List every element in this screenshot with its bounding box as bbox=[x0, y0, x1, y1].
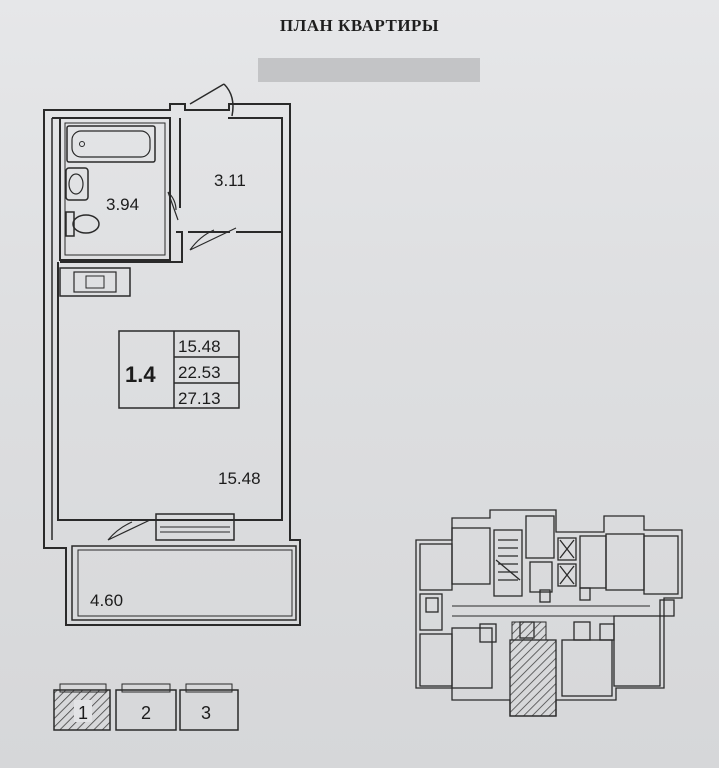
outer-wall bbox=[43, 103, 301, 626]
bath-door bbox=[167, 191, 179, 221]
toilet bbox=[65, 211, 75, 237]
sink bbox=[65, 167, 89, 201]
bathroom-walls bbox=[59, 117, 171, 261]
area-living: 15.48 bbox=[178, 337, 221, 356]
apartment-plan bbox=[43, 83, 301, 626]
section-tab-1[interactable]: 1 bbox=[78, 703, 88, 723]
floor-key-plan bbox=[415, 509, 683, 717]
inner-wall-line bbox=[52, 117, 283, 521]
selected-apartment bbox=[509, 639, 557, 717]
page-title: ПЛАН КВАРТИРЫ bbox=[279, 16, 440, 35]
inner-door bbox=[189, 227, 237, 251]
area-info-box bbox=[118, 330, 240, 409]
room-area-balcony: 4.60 bbox=[90, 591, 123, 610]
hallway-door bbox=[189, 83, 234, 117]
hallway-partition bbox=[172, 118, 282, 263]
bathtub bbox=[66, 125, 156, 163]
section-tab-3[interactable]: 3 bbox=[201, 703, 211, 723]
vent-block bbox=[59, 267, 131, 297]
area-total: 27.13 bbox=[178, 389, 221, 408]
room-area-bathroom: 3.94 bbox=[106, 195, 139, 214]
balcony bbox=[71, 545, 297, 621]
section-tab-2[interactable]: 2 bbox=[141, 703, 151, 723]
room-area-hallway: 3.11 bbox=[214, 171, 246, 190]
redacted-strip bbox=[258, 58, 480, 82]
balcony-door bbox=[107, 519, 151, 541]
apartment-number: 1.4 bbox=[125, 362, 156, 387]
balcony-window bbox=[155, 513, 235, 541]
room-area-main: 15.48 bbox=[218, 469, 261, 488]
area-total-without-balcony: 22.53 bbox=[178, 363, 221, 382]
